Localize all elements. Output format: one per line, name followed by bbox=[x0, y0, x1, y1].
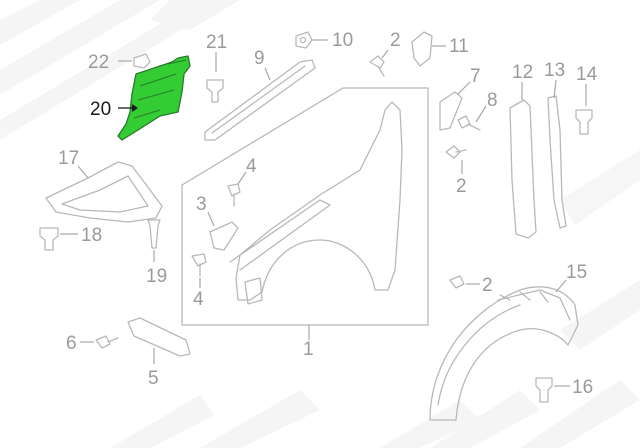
nut-part-22: 22 bbox=[88, 52, 151, 73]
label-p22: 22 bbox=[88, 52, 109, 73]
bolt-part-4b: 4 bbox=[191, 253, 207, 310]
bolt-part-6: 6 bbox=[66, 333, 119, 354]
bolt-part-4a: 4 bbox=[227, 156, 257, 207]
leader-p9 bbox=[264, 67, 271, 81]
label-p16: 16 bbox=[572, 377, 593, 398]
leader-p3 bbox=[207, 211, 215, 227]
label-p18: 18 bbox=[81, 225, 102, 246]
leader-p8 bbox=[475, 105, 487, 123]
highlight-shape bbox=[117, 55, 191, 141]
label-p13: 13 bbox=[544, 60, 565, 81]
leader-p2a bbox=[381, 49, 389, 59]
label-p4a: 4 bbox=[246, 156, 257, 177]
bracket-part-5: 5 bbox=[127, 317, 191, 389]
screw-part-19: 19 bbox=[146, 219, 167, 287]
label-p6: 6 bbox=[66, 333, 77, 354]
highlighted-part-20: 20 bbox=[90, 55, 191, 141]
leader-p7 bbox=[457, 81, 471, 95]
bracket-part-11: 11 bbox=[411, 31, 469, 67]
leader-p15 bbox=[555, 279, 567, 293]
label-p10: 10 bbox=[332, 30, 353, 51]
leader-p4a bbox=[237, 171, 247, 185]
label-p9: 9 bbox=[254, 48, 265, 69]
clip-part-21: 21 bbox=[206, 32, 227, 103]
bolt-part-2c: 2 bbox=[449, 275, 493, 296]
label-p4b: 4 bbox=[193, 289, 204, 310]
fender-part: 1 bbox=[181, 87, 429, 360]
bracket-part-7: 7 bbox=[439, 66, 481, 131]
label-p12: 12 bbox=[512, 62, 533, 83]
label-p2b: 2 bbox=[456, 176, 467, 197]
liner-part-15: 15 bbox=[429, 262, 587, 421]
nut-part-10: 10 bbox=[295, 30, 353, 51]
bolt-part-2b: 2 bbox=[445, 145, 467, 197]
label-p14: 14 bbox=[576, 64, 598, 85]
label-p20: 20 bbox=[90, 99, 111, 120]
strip-part-9: 9 bbox=[204, 48, 316, 141]
label-p3: 3 bbox=[196, 194, 207, 215]
label-p2c: 2 bbox=[482, 275, 493, 296]
label-p1: 1 bbox=[303, 339, 314, 360]
arrow-p20 bbox=[132, 104, 138, 112]
panel-part-12: 12 bbox=[509, 62, 537, 239]
label-p15: 15 bbox=[566, 262, 587, 283]
label-p11: 11 bbox=[449, 36, 469, 57]
label-p8: 8 bbox=[487, 90, 498, 111]
label-p19: 19 bbox=[146, 266, 167, 287]
label-p5: 5 bbox=[148, 368, 159, 389]
clip-part-14: 14 bbox=[575, 64, 598, 135]
leader-p17 bbox=[77, 165, 89, 179]
label-p21: 21 bbox=[206, 32, 227, 53]
bolt-part-2a: 2 bbox=[369, 30, 401, 77]
bracket-part-17: 17 bbox=[45, 148, 163, 223]
label-p2a: 2 bbox=[390, 30, 401, 51]
bolt-part-8: 8 bbox=[457, 90, 498, 131]
clip-part-16: 16 bbox=[535, 377, 593, 403]
label-p17: 17 bbox=[58, 148, 79, 169]
clip-part-18: 18 bbox=[39, 225, 102, 251]
bracket-part-3: 3 bbox=[196, 194, 239, 251]
leader-p13 bbox=[553, 79, 557, 99]
seal-part-13: 13 bbox=[544, 60, 567, 229]
label-p7: 7 bbox=[470, 66, 481, 87]
